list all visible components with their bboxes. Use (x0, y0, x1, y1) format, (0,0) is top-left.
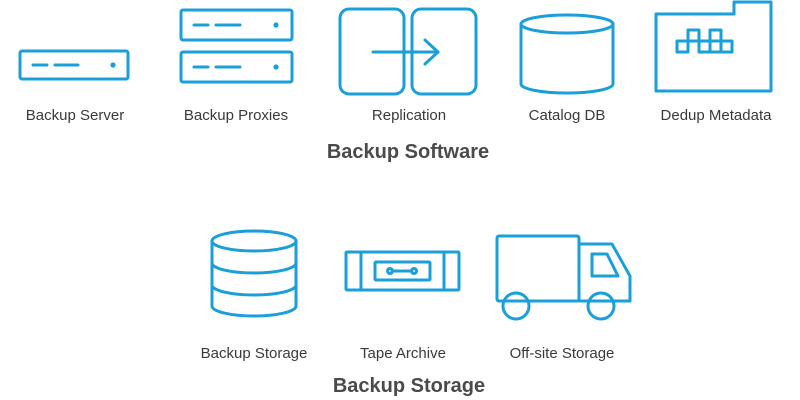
label-tape-archive: Tape Archive (360, 345, 446, 362)
label-backup-server: Backup Server (25, 107, 125, 124)
label-dedup-metadata: Dedup Metadata (660, 107, 772, 124)
label-off-site-storage: Off-site Storage (509, 345, 615, 362)
label-replication: Replication (371, 107, 447, 124)
label-backup-storage: Backup Storage (200, 345, 308, 362)
label-backup-proxies: Backup Proxies (183, 107, 289, 124)
label-catalog-db: Catalog DB (528, 107, 606, 124)
group-title-backup-software: Backup Software (326, 141, 490, 163)
group-title-backup-storage: Backup Storage (332, 375, 486, 397)
